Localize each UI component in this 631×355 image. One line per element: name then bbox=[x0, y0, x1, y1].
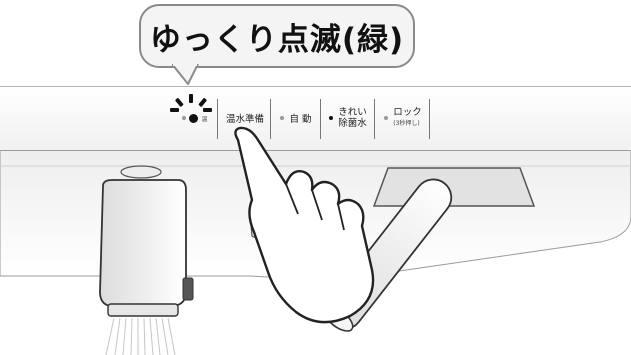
button-label-line1: ロック bbox=[393, 107, 422, 118]
button-label-line2: (3秒押し) bbox=[393, 120, 420, 127]
led-blink-rays-icon bbox=[170, 94, 212, 112]
clean-sterilize-water-button[interactable]: きれい 除菌水 bbox=[322, 93, 374, 143]
divider bbox=[320, 99, 321, 139]
divider bbox=[429, 99, 430, 139]
button-label: 自 動 bbox=[289, 114, 312, 125]
callout-bubble: ゆっくり点滅(緑) bbox=[139, 4, 415, 68]
callout-text: ゆっくり点滅(緑) bbox=[149, 21, 405, 58]
indicator-dot-icon bbox=[280, 116, 285, 120]
indicator-dot-icon bbox=[182, 116, 187, 120]
button-label-line1: きれい bbox=[338, 107, 367, 118]
indicator-dot-icon bbox=[329, 116, 334, 120]
callout-tail-icon bbox=[172, 64, 199, 85]
divider bbox=[217, 99, 218, 139]
heat-indicator: 温 bbox=[170, 93, 220, 143]
divider bbox=[270, 99, 271, 139]
auto-button[interactable]: 自 動 bbox=[272, 93, 320, 143]
led-lamp-icon bbox=[189, 113, 199, 123]
button-label-line2: 除菌水 bbox=[338, 118, 367, 129]
button-label: 温水準備 bbox=[225, 114, 264, 125]
indicator-dot-icon bbox=[384, 116, 389, 120]
indicator-label: 温 bbox=[201, 115, 208, 123]
control-panel: 温 温水準備 自 動 きれい 除菌水 ロック (3秒押し) bbox=[0, 86, 631, 151]
lock-button[interactable]: ロック (3秒押し) bbox=[376, 93, 430, 143]
divider bbox=[374, 99, 375, 139]
hot-water-prep-button[interactable]: 温水準備 bbox=[220, 93, 270, 143]
